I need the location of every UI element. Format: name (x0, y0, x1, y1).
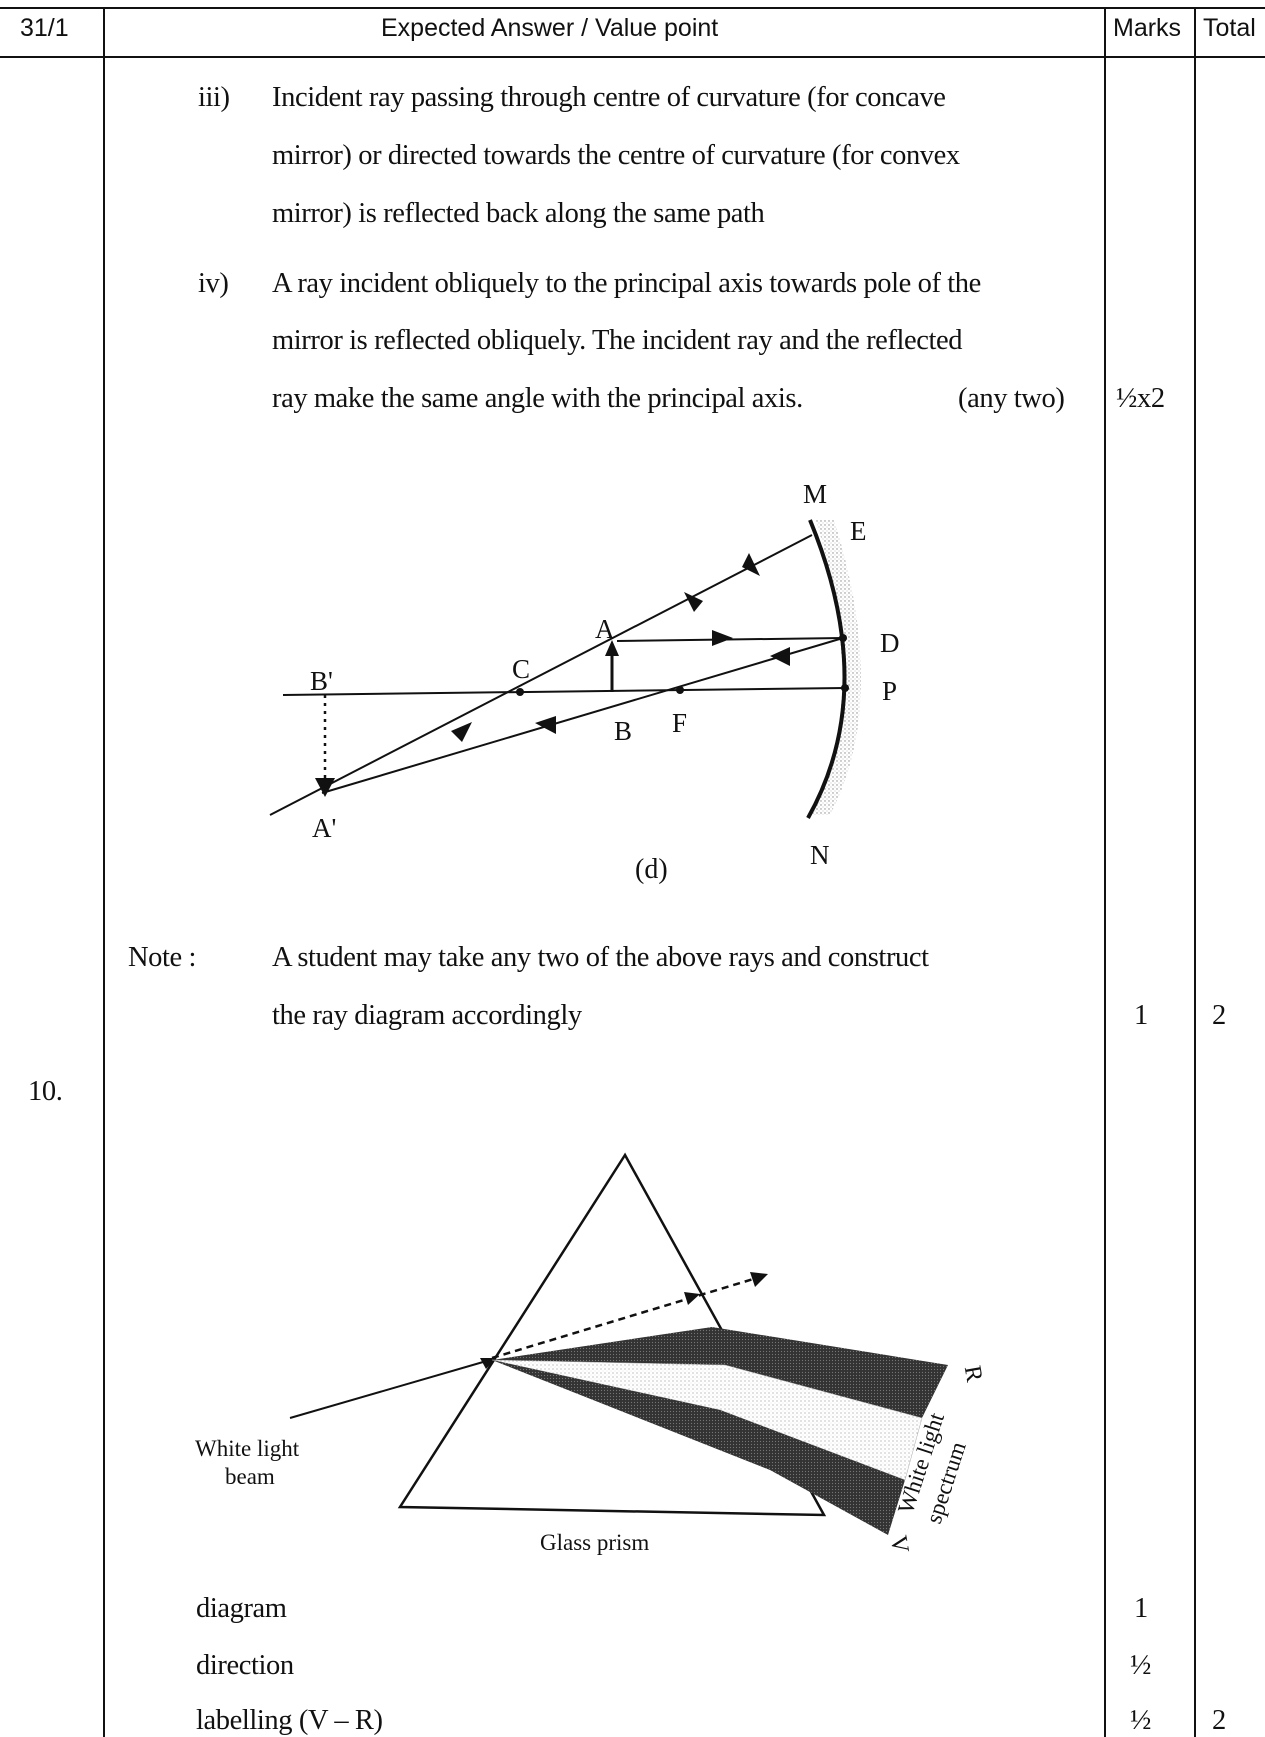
label-p: P (882, 676, 897, 706)
scheme-item: diagram (196, 1593, 287, 1624)
beam-label: beam (225, 1464, 275, 1489)
point-d (839, 634, 847, 642)
ray-parallel (616, 637, 844, 642)
header-total: Total (1203, 14, 1256, 42)
point-f (676, 686, 684, 694)
label-b: B (614, 716, 632, 746)
scheme-total: 2 (1212, 1705, 1226, 1736)
label-v: V (885, 1534, 914, 1556)
ray-through-focus (321, 637, 844, 794)
header-code: 31/1 (20, 14, 69, 42)
label-n: N (810, 840, 830, 870)
note-label: Note : (128, 942, 197, 973)
label-e: E (850, 516, 867, 546)
incident-beam (289, 1359, 491, 1419)
dashed-ray-arrowhead-mid (684, 1292, 700, 1305)
red-band (492, 1327, 948, 1418)
col-divider-3 (1194, 7, 1196, 1737)
rule-marks: ½x2 (1116, 383, 1165, 414)
any-two-note: (any two) (958, 383, 1065, 414)
ray-arrow (684, 592, 703, 612)
middle-band (491, 1359, 923, 1481)
header-bottom-rule (0, 56, 1265, 58)
point-p (841, 684, 849, 692)
point-c (516, 688, 524, 696)
beam-label: White light (195, 1436, 300, 1461)
concave-mirror (806, 519, 847, 819)
label-c: C (512, 654, 530, 684)
rule-line: mirror is reflected obliquely. The incid… (272, 325, 963, 356)
rule-line: A ray incident obliquely to the principa… (272, 268, 981, 299)
label-d: D (880, 628, 900, 658)
ray-arrow (535, 716, 556, 734)
note-marks: 1 (1134, 1000, 1148, 1031)
prism-label: Glass prism (540, 1530, 649, 1555)
ray-arrow (451, 722, 472, 742)
header-answer: Expected Answer / Value point (381, 14, 719, 42)
scheme-marks: 1 (1134, 1593, 1148, 1624)
col-divider-1 (103, 7, 105, 1737)
note-line: A student may take any two of the above … (272, 942, 929, 973)
note-line: the ray diagram accordingly (272, 1000, 582, 1031)
rule-line: Incident ray passing through centre of c… (272, 82, 946, 113)
table-top-rule (0, 7, 1265, 9)
label-a-prime: A' (312, 813, 336, 843)
scheme-marks: ½ (1130, 1650, 1151, 1681)
header-marks: Marks (1113, 14, 1182, 42)
image-arrowhead (315, 778, 335, 797)
col-divider-2 (1104, 7, 1106, 1737)
ray-arrow (770, 647, 790, 666)
ray-arrow (742, 553, 760, 576)
note-total: 2 (1212, 1000, 1226, 1031)
diagram-caption: (d) (635, 854, 668, 885)
mirror-back-shading (812, 520, 862, 815)
label-b-prime: B' (310, 666, 333, 696)
object-arrowhead (605, 640, 619, 656)
concave-mirror-ray-diagram: M E D P N A B C F B' A' (d) (269, 479, 900, 885)
rule-number: iii) (198, 82, 230, 113)
scheme-marks: ½ (1130, 1705, 1151, 1736)
incident-arrow (480, 1358, 496, 1369)
rule-line: ray make the same angle with the princip… (272, 383, 803, 414)
label-f: F (672, 708, 687, 738)
dashed-ray (491, 1275, 761, 1360)
label-m: M (803, 479, 827, 509)
scheme-item: direction (196, 1650, 294, 1681)
principal-axis (282, 687, 846, 696)
prism-dispersion-diagram: White light beam Glass prism R V White l… (195, 1152, 987, 1556)
question-number: 10. (28, 1076, 63, 1107)
label-r: R (959, 1364, 987, 1384)
ray-arrow (712, 630, 733, 646)
rule-number: iv) (198, 268, 229, 299)
scheme-item: labelling (V – R) (196, 1705, 383, 1736)
ray-through-centre (269, 534, 813, 816)
rule-line: mirror) or directed towards the centre o… (272, 140, 960, 171)
violet-band (492, 1360, 905, 1535)
dashed-ray-arrowhead (750, 1272, 768, 1287)
label-a: A (595, 614, 615, 644)
rule-line: mirror) is reflected back along the same… (272, 198, 765, 229)
